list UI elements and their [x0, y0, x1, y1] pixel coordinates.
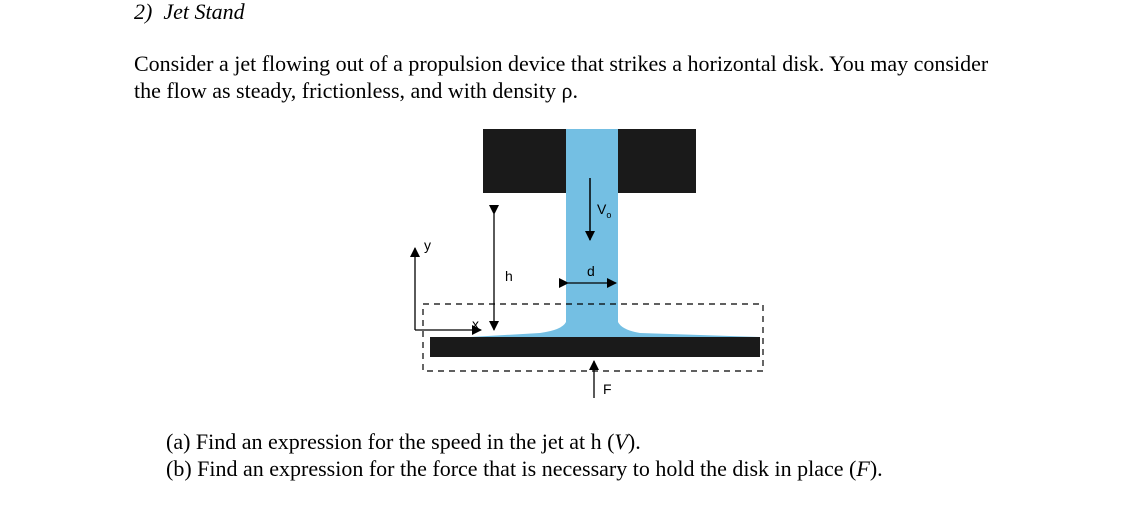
jet-stream: [470, 129, 760, 337]
problem-number: 2): [134, 0, 153, 24]
problem-intro: Consider a jet flowing out of a propulsi…: [134, 50, 1094, 104]
question-b: (b) Find an expression for the force tha…: [166, 456, 883, 481]
height-label: h: [505, 268, 513, 284]
x-axis-label: x: [472, 316, 479, 332]
problem-heading: 2) Jet Stand: [134, 0, 245, 24]
control-volume: [422, 303, 764, 372]
intro-line-1: Consider a jet flowing out of a propulsi…: [134, 51, 989, 76]
intro-line-2: the flow as steady, frictionless, and wi…: [134, 78, 578, 103]
problem-title: Jet Stand: [163, 0, 245, 24]
disk: [430, 337, 760, 357]
question-a: (a) Find an expression for the speed in …: [166, 429, 641, 454]
diameter-label: d: [587, 263, 595, 279]
y-axis-label: y: [424, 237, 431, 253]
question-list: (a) Find an expression for the speed in …: [166, 428, 883, 482]
force-label: F: [603, 381, 612, 397]
velocity-label: Vo: [597, 201, 611, 220]
